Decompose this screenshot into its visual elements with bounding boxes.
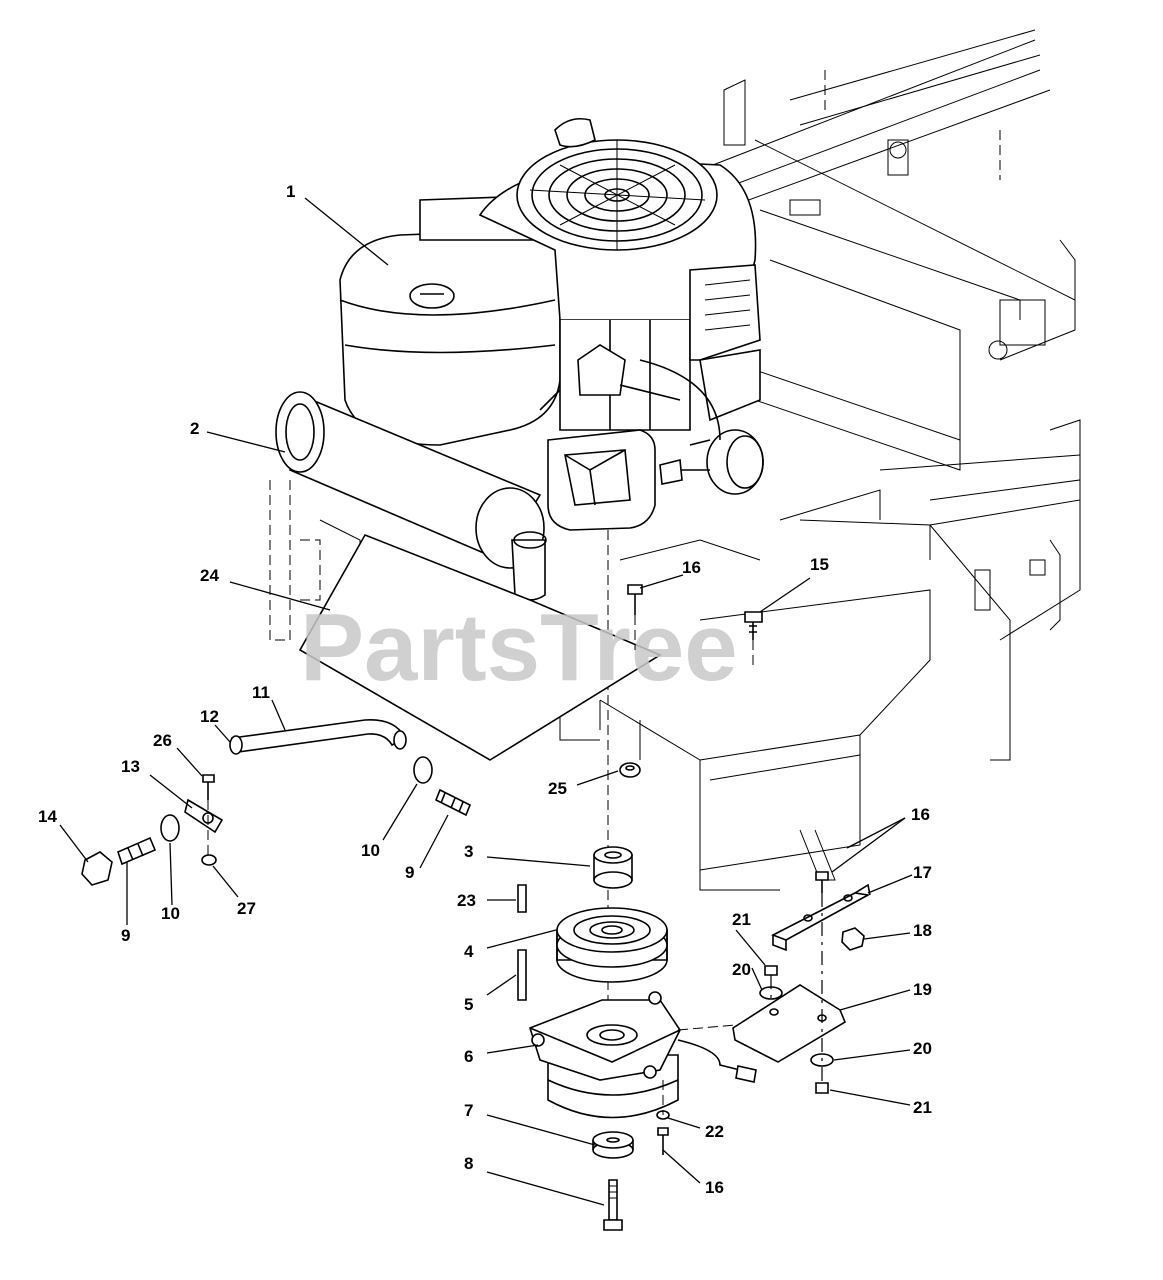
callout-9-right: 9 [405, 863, 414, 882]
heat-shield [298, 534, 662, 761]
callout-19: 19 [913, 980, 932, 999]
callout-5: 5 [464, 995, 473, 1014]
callout-1: 1 [286, 182, 295, 201]
callout-3: 3 [464, 842, 473, 861]
engine-mount-bolts [619, 584, 763, 778]
callout-labels: 1 2 3 4 5 6 7 8 9 9 10 10 11 12 13 14 15… [38, 182, 932, 1197]
leader-lines [59, 197, 913, 1206]
callout-13: 13 [121, 757, 140, 776]
callout-16-right: 16 [911, 805, 930, 824]
callout-27: 27 [237, 899, 256, 918]
callout-23: 23 [457, 891, 476, 910]
muffler [275, 391, 547, 601]
callout-16-top: 16 [682, 558, 701, 577]
callout-10-left: 10 [161, 904, 180, 923]
callout-9-left: 9 [121, 926, 130, 945]
engine-assembly [339, 117, 764, 1100]
clutch-stack [517, 846, 757, 1231]
callout-10-right: 10 [361, 841, 380, 860]
clutch-brackets [732, 871, 871, 1094]
watermark: PartsTree [300, 594, 738, 701]
callout-2: 2 [190, 419, 199, 438]
frame-chassis [269, 29, 1081, 891]
callout-20-bottom: 20 [913, 1039, 932, 1058]
callout-6: 6 [464, 1047, 473, 1066]
fuel-line-parts [81, 719, 472, 886]
callout-7: 7 [464, 1101, 473, 1120]
callout-16-bottom: 16 [705, 1178, 724, 1197]
callout-18: 18 [913, 921, 932, 940]
callout-4: 4 [464, 942, 474, 961]
callout-8: 8 [464, 1154, 473, 1173]
callout-21-bottom: 21 [913, 1098, 932, 1117]
callout-11: 11 [252, 683, 270, 702]
callout-20-top: 20 [732, 960, 751, 979]
callout-25: 25 [548, 779, 567, 798]
callout-24: 24 [200, 566, 219, 585]
callout-26: 26 [153, 731, 172, 750]
callout-12: 12 [200, 707, 219, 726]
callout-14: 14 [38, 807, 57, 826]
callout-15: 15 [810, 555, 829, 574]
callout-22: 22 [705, 1122, 724, 1141]
callout-17: 17 [913, 863, 932, 882]
callout-21-top: 21 [732, 910, 751, 929]
